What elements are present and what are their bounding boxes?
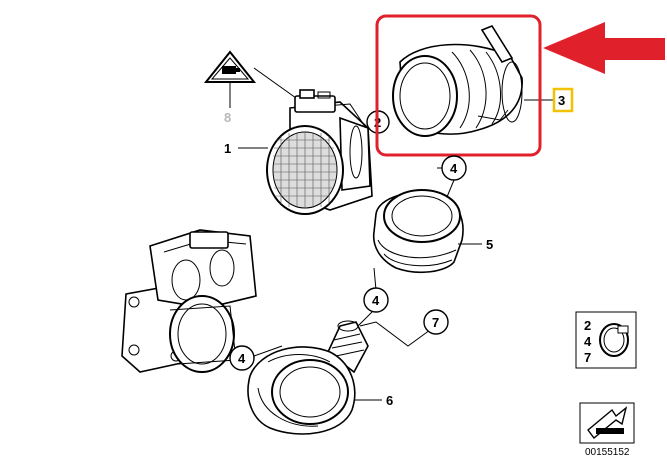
callout-4a: 4 bbox=[450, 161, 458, 176]
callout-5: 5 bbox=[486, 237, 493, 252]
leader-7 bbox=[359, 321, 431, 347]
arrow-symbol-icon bbox=[587, 406, 628, 440]
callout-4c-circle bbox=[229, 345, 255, 371]
clamp-legend: 2 4 7 bbox=[575, 311, 637, 369]
legend-row-2: 4 bbox=[584, 334, 592, 349]
seal-ring bbox=[372, 189, 464, 274]
intake-boot bbox=[392, 25, 523, 137]
callout-4c: 4 bbox=[238, 351, 246, 366]
leader-4b-up bbox=[373, 267, 377, 291]
leader-4c bbox=[253, 345, 283, 357]
legend-row-3: 7 bbox=[584, 350, 591, 365]
callout-4b-circle bbox=[363, 287, 389, 313]
callout-7-circle bbox=[423, 309, 449, 335]
highlight-arrow bbox=[543, 22, 665, 74]
warning-triangle-icon bbox=[203, 50, 257, 83]
elbow-boot bbox=[247, 320, 369, 435]
leader-triangle bbox=[253, 67, 297, 99]
callout-3-box bbox=[552, 87, 574, 113]
legend-row-1: 2 bbox=[584, 318, 591, 333]
hose-clamp-icon bbox=[599, 323, 629, 357]
callout-6: 6 bbox=[386, 393, 393, 408]
arrow-symbol-box bbox=[579, 402, 635, 444]
callout-3: 3 bbox=[558, 93, 565, 108]
callout-8: 8 bbox=[224, 110, 231, 125]
callout-7: 7 bbox=[432, 315, 439, 330]
throttle-body bbox=[121, 229, 257, 373]
callout-4b: 4 bbox=[372, 293, 380, 308]
air-flow-sensor bbox=[266, 89, 373, 215]
highlight-box bbox=[375, 14, 542, 157]
callout-1: 1 bbox=[224, 141, 231, 156]
diagram-code: 00155152 bbox=[585, 447, 630, 458]
